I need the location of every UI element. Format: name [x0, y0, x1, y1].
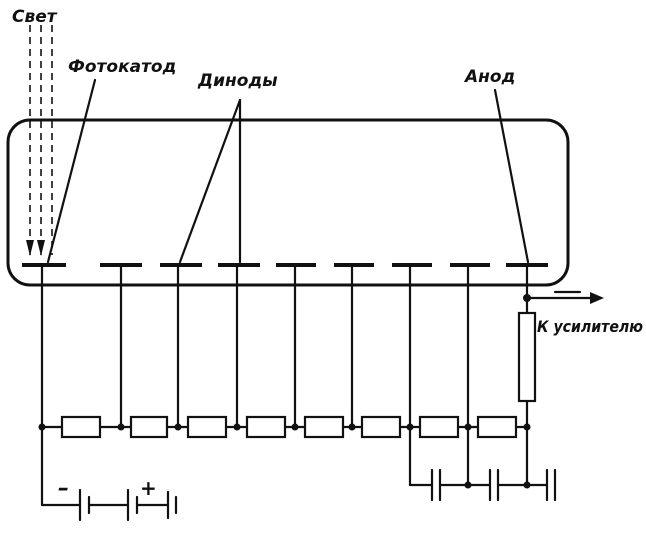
- resistor-6: [360, 415, 402, 439]
- photocathode-label: Фотокатод: [68, 57, 176, 77]
- capacitor-bank: [408, 425, 557, 502]
- light-label: Свет: [12, 7, 58, 27]
- tube-envelope: [6, 118, 570, 287]
- load-resistor: [517, 311, 537, 403]
- resistor-7: [418, 415, 460, 439]
- minus-sign: –: [58, 476, 69, 501]
- resistor-3: [186, 415, 228, 439]
- electrode-leads: [40, 263, 529, 487]
- resistor-5: [303, 415, 345, 439]
- divider-chain: [38, 415, 531, 439]
- resistor-4: [245, 415, 287, 439]
- dynodes-label: Диноды: [197, 71, 278, 91]
- light-rays: [26, 25, 53, 256]
- resistor-1: [60, 415, 102, 439]
- anode-label: Анод: [463, 67, 515, 87]
- to-amplifier-label: К усилителю: [537, 317, 643, 336]
- resistor-2: [129, 415, 169, 439]
- output-line: [523, 290, 604, 304]
- power-supply: [40, 425, 178, 522]
- leader-lines: [46, 78, 530, 264]
- plus-sign: +: [140, 476, 157, 500]
- resistor-8: [476, 415, 518, 439]
